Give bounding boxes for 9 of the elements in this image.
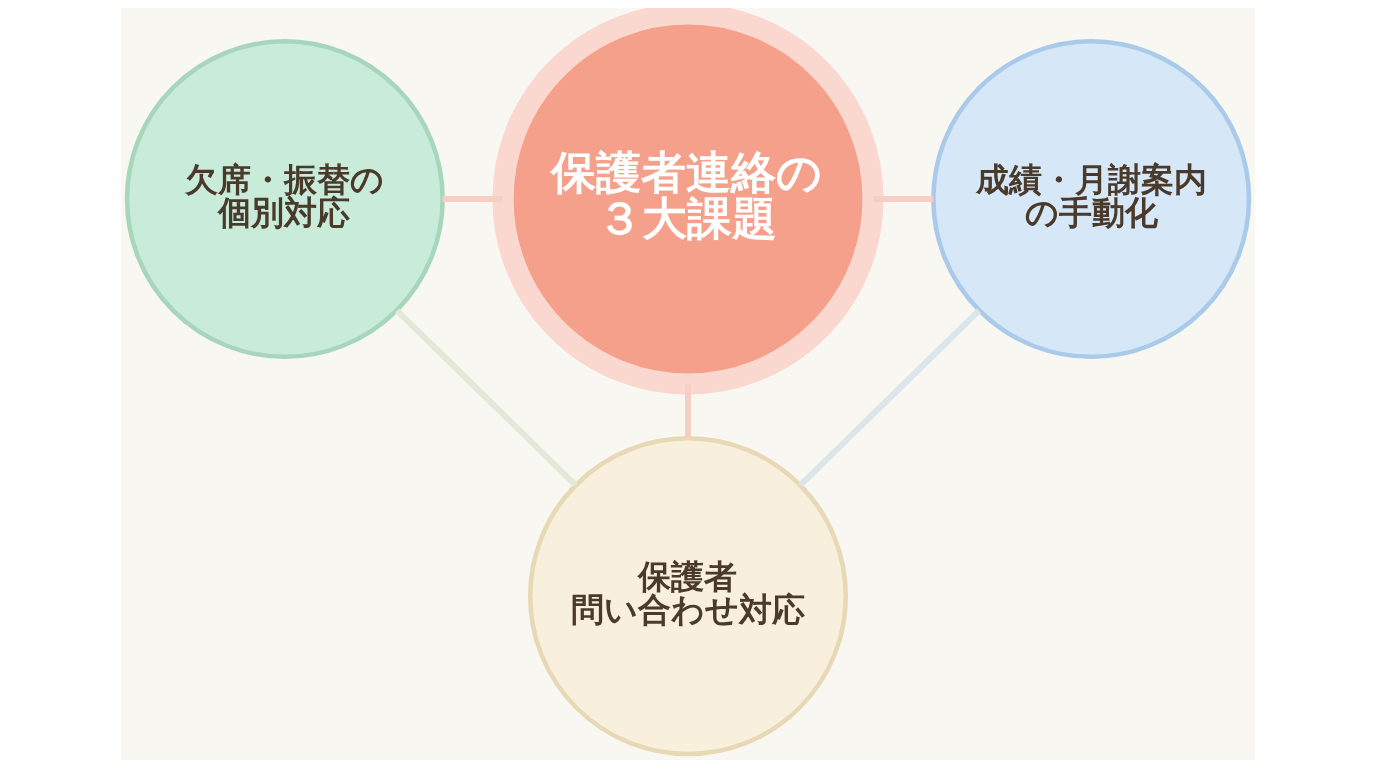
node-circle: 保護者問い合わせ対応 bbox=[527, 436, 849, 757]
connector bbox=[685, 384, 691, 439]
node-circle: 保護者連絡の３大課題 bbox=[492, 8, 884, 395]
node-circle: 成績・月謝案内の手動化 bbox=[931, 38, 1252, 360]
connector bbox=[395, 308, 578, 487]
connector bbox=[442, 196, 503, 203]
connector bbox=[873, 196, 934, 203]
node-circle: 欠席・振替の個別対応 bbox=[124, 38, 445, 360]
connector bbox=[798, 308, 981, 487]
